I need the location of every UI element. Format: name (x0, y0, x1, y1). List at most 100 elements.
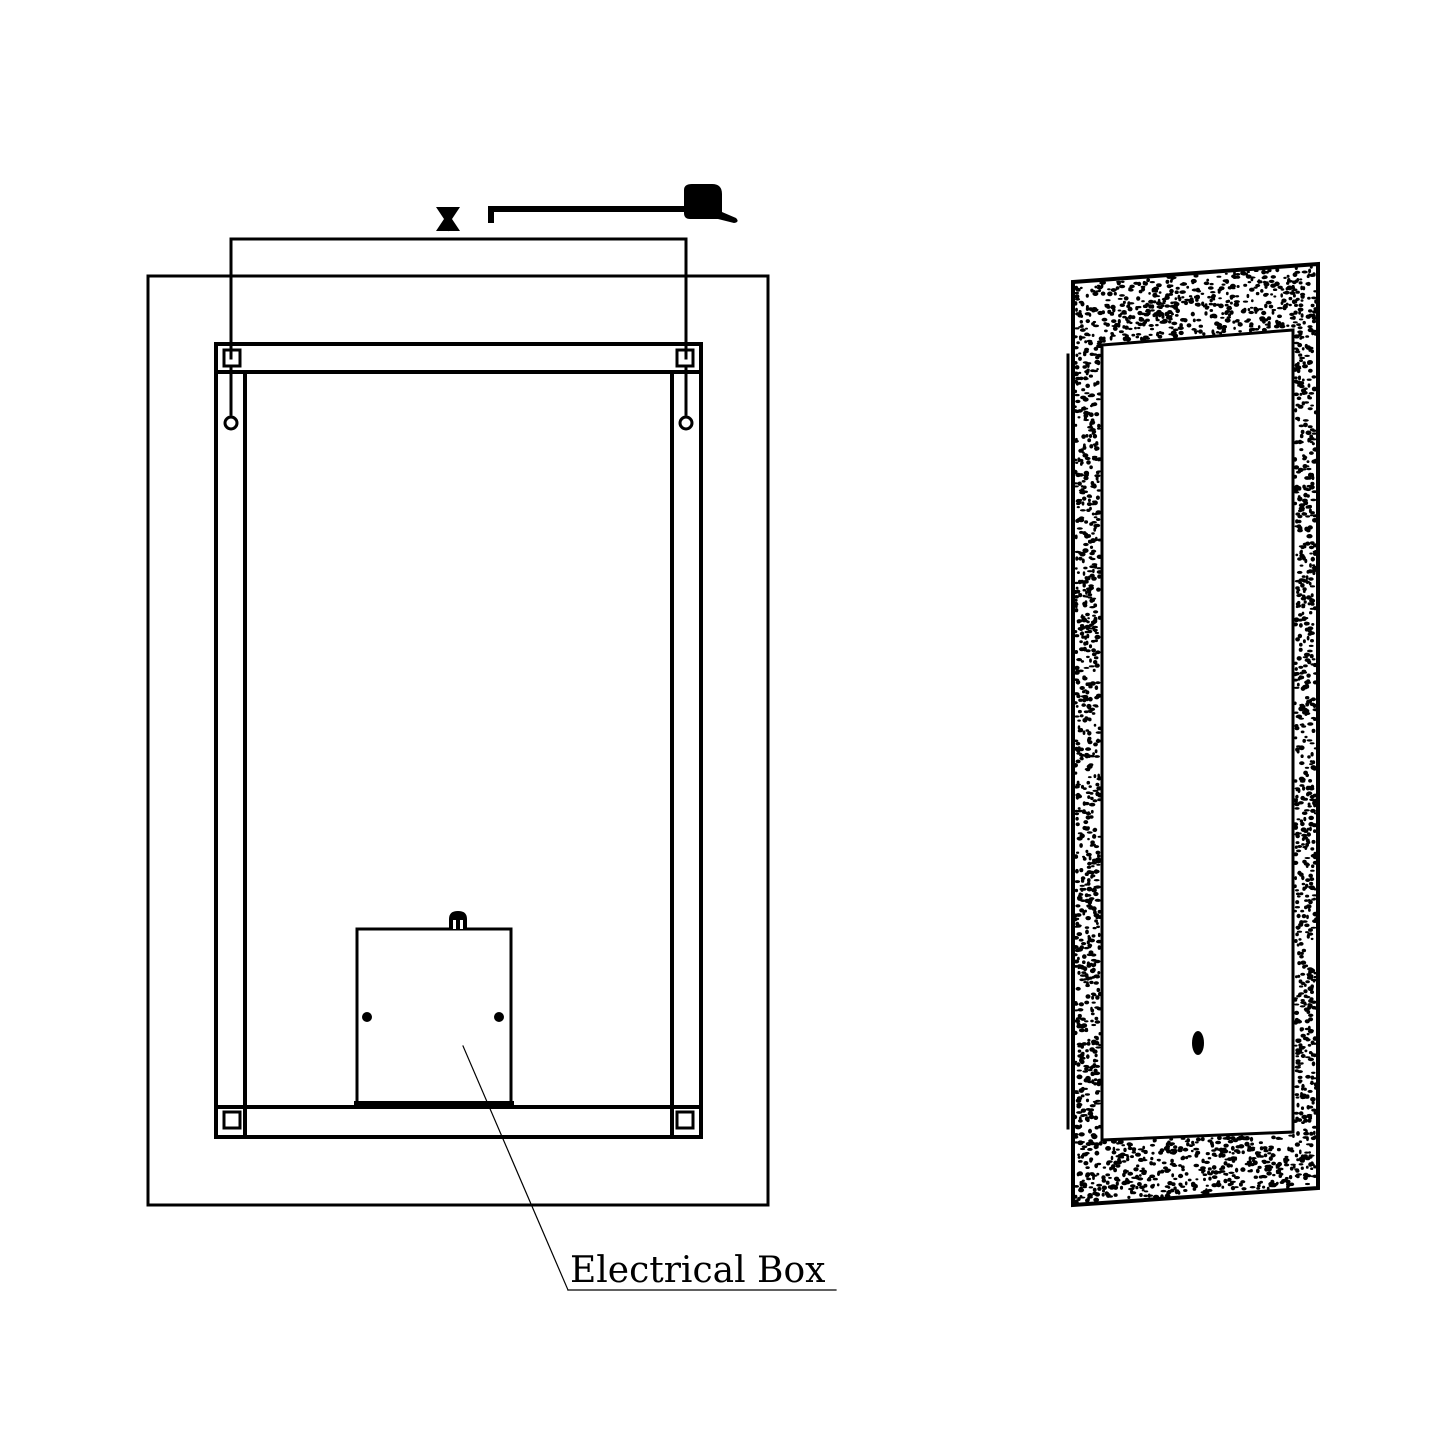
texture-speck (1257, 279, 1261, 284)
texture-speck (1291, 299, 1297, 305)
texture-speck (1106, 1160, 1113, 1163)
texture-speck (1255, 283, 1261, 288)
texture-speck (1077, 746, 1081, 751)
texture-speck (1306, 976, 1312, 980)
texture-speck (1301, 611, 1305, 615)
texture-speck (1293, 1020, 1299, 1025)
texture-speck (1251, 299, 1254, 303)
texture-speck (1094, 1197, 1099, 1200)
texture-speck (1293, 310, 1298, 315)
texture-speck (1149, 281, 1155, 284)
texture-speck (1073, 630, 1078, 634)
texture-speck (1311, 1071, 1316, 1075)
texture-speck (1294, 845, 1298, 849)
texture-speck (1248, 1156, 1252, 1161)
texture-speck (1101, 1178, 1107, 1183)
texture-speck (1148, 299, 1154, 304)
texture-speck (1295, 841, 1300, 845)
texture-speck (1079, 286, 1083, 290)
texture-speck (1310, 1097, 1316, 1102)
texture-speck (1084, 600, 1088, 605)
texture-speck (1076, 341, 1080, 345)
texture-speck (1096, 567, 1102, 570)
texture-speck (1195, 298, 1199, 302)
texture-speck (1300, 960, 1307, 965)
texture-speck (1130, 1155, 1134, 1159)
texture-speck (1091, 995, 1095, 1000)
texture-speck (1306, 467, 1312, 471)
texture-speck (1169, 284, 1174, 288)
texture-speck (1304, 343, 1308, 349)
texture-speck (1093, 346, 1099, 351)
texture-speck (1309, 607, 1315, 610)
texture-speck (1085, 612, 1090, 617)
texture-speck (1271, 1180, 1275, 1185)
texture-speck (1259, 316, 1266, 322)
texture-speck (1304, 711, 1311, 716)
texture-speck (1151, 1151, 1155, 1155)
texture-speck (1088, 717, 1092, 722)
texture-speck (1100, 280, 1106, 285)
texture-speck (1164, 1168, 1170, 1173)
texture-speck (1157, 1170, 1163, 1174)
texture-speck (1087, 498, 1091, 503)
texture-speck (1094, 975, 1101, 979)
texture-speck (1095, 1099, 1101, 1102)
texture-speck (1288, 296, 1293, 301)
texture-speck (1074, 670, 1080, 675)
texture-speck (1303, 387, 1308, 390)
texture-speck (1123, 1154, 1129, 1156)
texture-speck (1093, 982, 1097, 985)
texture-speck (1155, 316, 1159, 321)
texture-speck (1302, 286, 1306, 291)
texture-speck (1293, 617, 1300, 623)
texture-speck (1295, 637, 1300, 642)
texture-speck (1313, 307, 1318, 311)
texture-speck (1080, 757, 1084, 761)
texture-speck (1087, 776, 1092, 779)
texture-speck (1096, 392, 1103, 396)
texture-speck (1167, 1186, 1171, 1189)
texture-speck (1076, 1062, 1081, 1067)
texture-speck (1088, 556, 1093, 559)
texture-speck (1297, 845, 1303, 848)
texture-speck (1078, 325, 1084, 328)
texture-speck (1079, 530, 1084, 534)
touch-sensor-button[interactable] (1192, 1031, 1204, 1055)
texture-speck (1088, 803, 1096, 807)
texture-speck (1311, 728, 1316, 734)
texture-speck (1135, 306, 1139, 311)
texture-speck (1084, 520, 1089, 524)
texture-speck (1295, 586, 1300, 590)
texture-speck (1306, 827, 1310, 831)
texture-speck (1173, 328, 1178, 332)
texture-speck (1298, 318, 1304, 321)
texture-speck (1074, 601, 1078, 605)
texture-speck (1088, 1186, 1094, 1189)
texture-speck (1085, 929, 1089, 935)
texture-speck (1094, 695, 1100, 700)
texture-speck (1309, 611, 1313, 615)
texture-speck (1183, 1189, 1188, 1192)
texture-speck (1089, 545, 1094, 549)
texture-speck (1074, 291, 1080, 295)
texture-speck (1310, 481, 1315, 486)
texture-speck (1093, 845, 1100, 849)
texture-speck (1080, 395, 1087, 400)
texture-speck (1277, 321, 1282, 326)
texture-speck (1280, 322, 1285, 327)
texture-speck (1308, 1029, 1314, 1033)
texture-speck (1308, 1017, 1314, 1022)
texture-speck (1310, 556, 1316, 562)
texture-speck (1178, 1173, 1184, 1179)
texture-speck (1308, 309, 1313, 313)
texture-speck (1306, 635, 1310, 641)
texture-speck (1235, 319, 1240, 322)
texture-speck (1207, 1188, 1213, 1192)
texture-speck (1090, 639, 1096, 643)
texture-speck (1268, 1156, 1273, 1161)
texture-speck (1308, 873, 1313, 878)
texture-speck (1217, 290, 1221, 294)
texture-speck (1127, 301, 1131, 306)
texture-speck (1297, 961, 1302, 966)
